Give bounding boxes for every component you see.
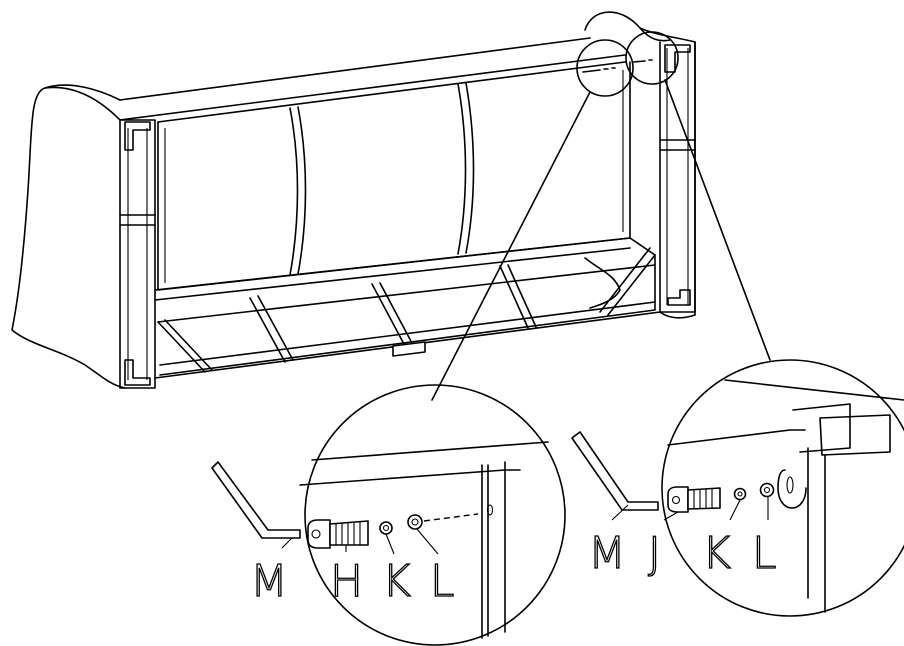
label-m-right: M [588,528,626,579]
detail-right [571,359,904,617]
back-rail [119,37,626,123]
washer-k-left [379,521,393,535]
label-m-left: M [250,556,288,607]
detail-left [211,384,566,646]
allen-key-right [571,431,659,511]
allen-key-left [211,461,301,539]
leader-line-right [664,79,771,361]
label-k-left: K [382,556,411,607]
sofa-frame [11,11,696,389]
washer-l-left [407,514,423,530]
leader-line-left [431,91,591,401]
bolt-h-thread [329,520,369,546]
label-l-right: L [752,528,777,579]
left-armrest [11,86,126,389]
callout-circle-left [576,39,634,97]
label-h: H [330,556,363,607]
label-k-right: K [702,528,731,579]
callout-circle-right [625,31,679,85]
bolt-j-head [667,486,689,513]
label-j: J [648,528,661,579]
bolt-j-thread [687,487,721,510]
washer-k-right [733,487,747,501]
bolt-h-head [307,519,331,549]
washer-l-right [759,482,775,498]
label-l-left: L [430,556,455,607]
